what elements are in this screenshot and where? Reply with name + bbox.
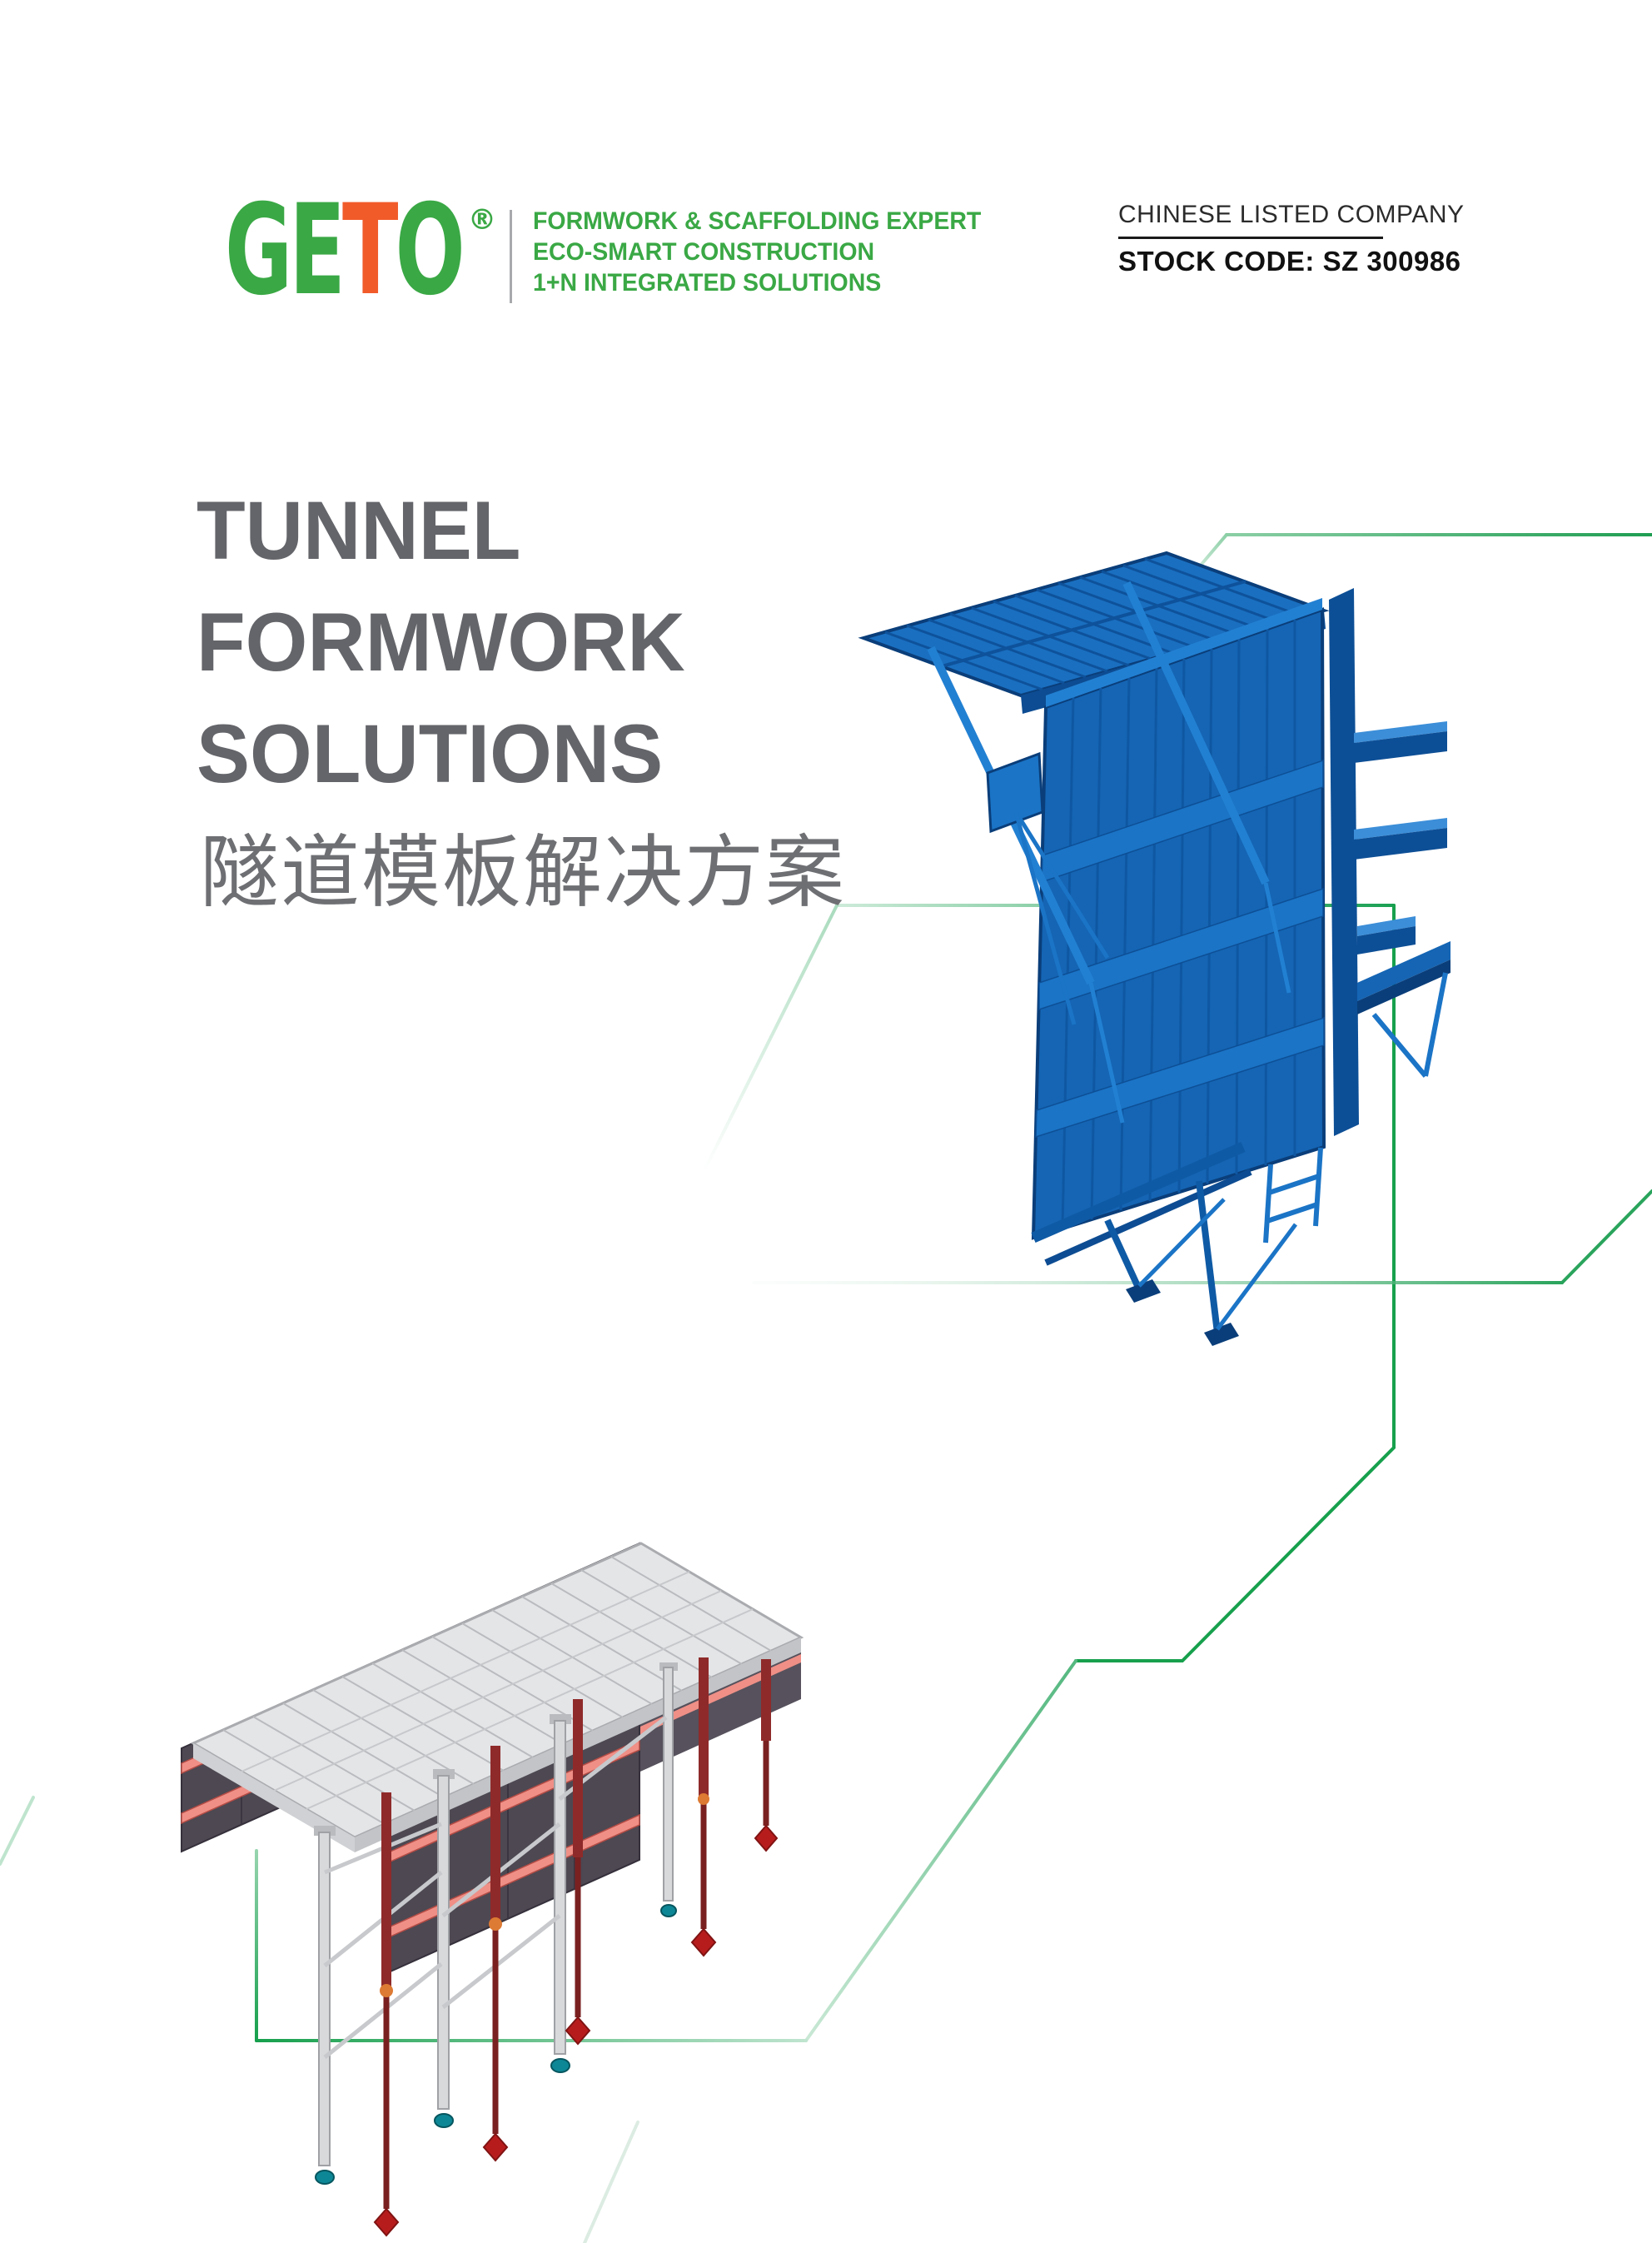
geto-logo-wordmark: GETO: [225, 178, 465, 323]
decor-lines: [0, 533, 1652, 2243]
page-title-line: FORMWORK: [197, 596, 685, 688]
listed-company-label: CHINESE LISTED COMPANY: [1118, 201, 1465, 228]
page-subtitle-chinese: 隧道模板解决方案: [200, 827, 847, 919]
registered-trademark-icon: ®: [468, 203, 496, 237]
blue-formwork-illustration: [858, 551, 1450, 1346]
logo-divider: [510, 210, 512, 303]
page-title-line: SOLUTIONS: [197, 707, 664, 800]
tagline-line: ECO-SMART CONSTRUCTION: [533, 238, 875, 266]
stock-listing-block: CHINESE LISTED COMPANY STOCK CODE: SZ 30…: [1118, 201, 1465, 277]
page-title: TUNNEL FORMWORK SOLUTIONS: [197, 475, 685, 810]
stock-code-label: STOCK CODE: SZ 300986: [1118, 246, 1461, 277]
page-title-line: TUNNEL: [197, 484, 521, 576]
listing-divider-rule: [1118, 237, 1383, 239]
company-tagline: FORMWORK & SCAFFOLDING EXPERT ECO-SMART …: [533, 206, 981, 298]
tagline-line: 1+N INTEGRATED SOLUTIONS: [533, 269, 882, 297]
gray-trolley-illustration: [181, 1542, 804, 2237]
geto-logo: GETO ®: [225, 178, 584, 323]
tagline-line: FORMWORK & SCAFFOLDING EXPERT: [533, 207, 982, 235]
